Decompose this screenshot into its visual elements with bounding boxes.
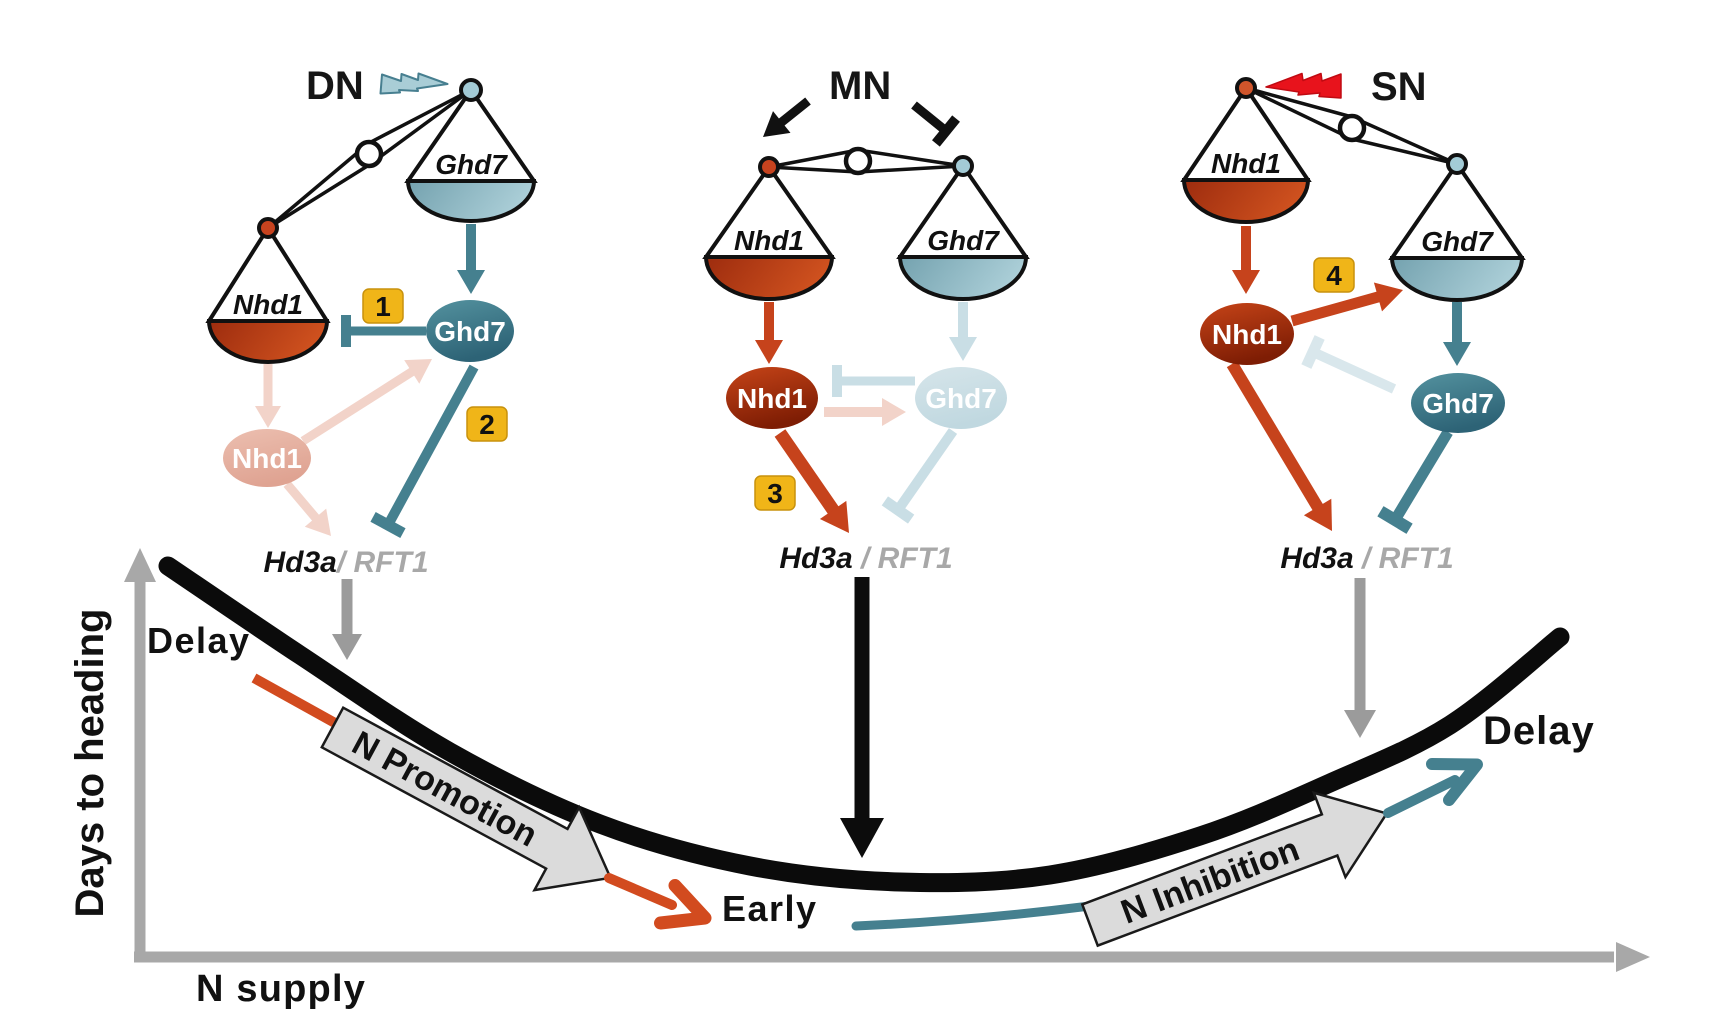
- svg-text:Nhd1: Nhd1: [1211, 148, 1281, 179]
- svg-text:Delay: Delay: [1483, 709, 1595, 753]
- svg-text:Hd3a / RFT1: Hd3a / RFT1: [1280, 542, 1453, 575]
- svg-text:Ghd7: Ghd7: [925, 383, 997, 414]
- svg-text:Nhd1: Nhd1: [233, 289, 303, 320]
- svg-text:MN: MN: [829, 64, 891, 108]
- svg-text:Ghd7: Ghd7: [1422, 388, 1494, 419]
- svg-text:Nhd1: Nhd1: [232, 443, 302, 474]
- svg-text:Hd3a/ RFT1: Hd3a/ RFT1: [263, 546, 428, 579]
- svg-text:Ghd7: Ghd7: [1421, 226, 1494, 257]
- svg-text:Ghd7: Ghd7: [927, 225, 1000, 256]
- svg-text:Delay: Delay: [147, 620, 251, 661]
- svg-text:Nhd1: Nhd1: [1212, 319, 1282, 350]
- svg-text:Nhd1: Nhd1: [737, 383, 807, 414]
- svg-text:2: 2: [479, 409, 495, 440]
- svg-text:Ghd7: Ghd7: [435, 149, 508, 180]
- svg-text:Ghd7: Ghd7: [434, 316, 506, 347]
- svg-text:N supply: N supply: [196, 968, 366, 1010]
- svg-text:1: 1: [375, 291, 391, 322]
- svg-text:4: 4: [1326, 260, 1342, 291]
- svg-text:DN: DN: [306, 64, 364, 108]
- svg-text:Days to heading: Days to heading: [68, 609, 112, 918]
- svg-text:Early: Early: [722, 888, 818, 929]
- svg-text:Hd3a / RFT1: Hd3a / RFT1: [779, 542, 952, 575]
- svg-text:Nhd1: Nhd1: [734, 225, 804, 256]
- svg-text:SN: SN: [1371, 65, 1427, 109]
- svg-text:3: 3: [767, 478, 783, 509]
